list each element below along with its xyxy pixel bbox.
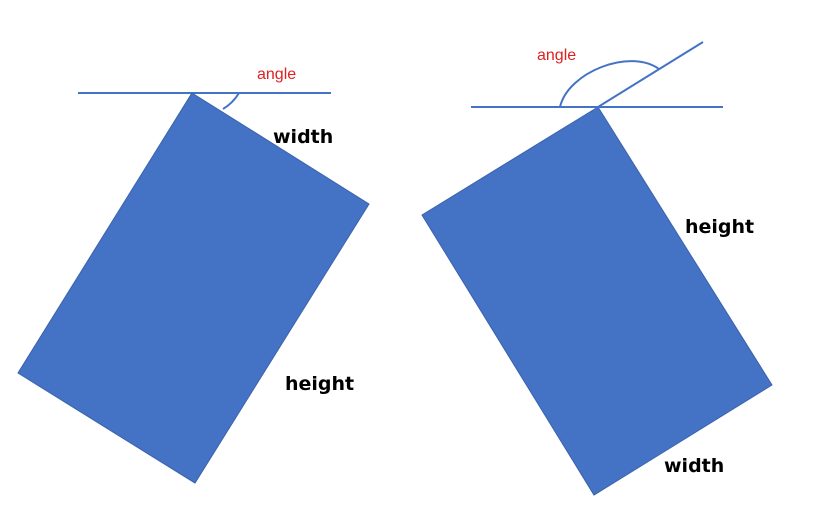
right-angle-label: angle xyxy=(537,47,576,64)
left-height-label: height xyxy=(285,373,354,395)
right-diagram: angle height width xyxy=(421,41,773,496)
right-width-label: width xyxy=(664,455,724,477)
left-width-label: width xyxy=(273,126,333,148)
left-rotated-rectangle xyxy=(17,92,370,484)
left-angle-label: angle xyxy=(257,66,296,83)
right-rotated-rectangle xyxy=(421,106,773,496)
left-angle-arc xyxy=(222,92,240,110)
left-diagram: angle width height xyxy=(17,66,370,484)
right-angle-arc xyxy=(559,60,660,108)
right-height-label: height xyxy=(685,216,754,238)
right-angle-ray xyxy=(597,41,704,108)
